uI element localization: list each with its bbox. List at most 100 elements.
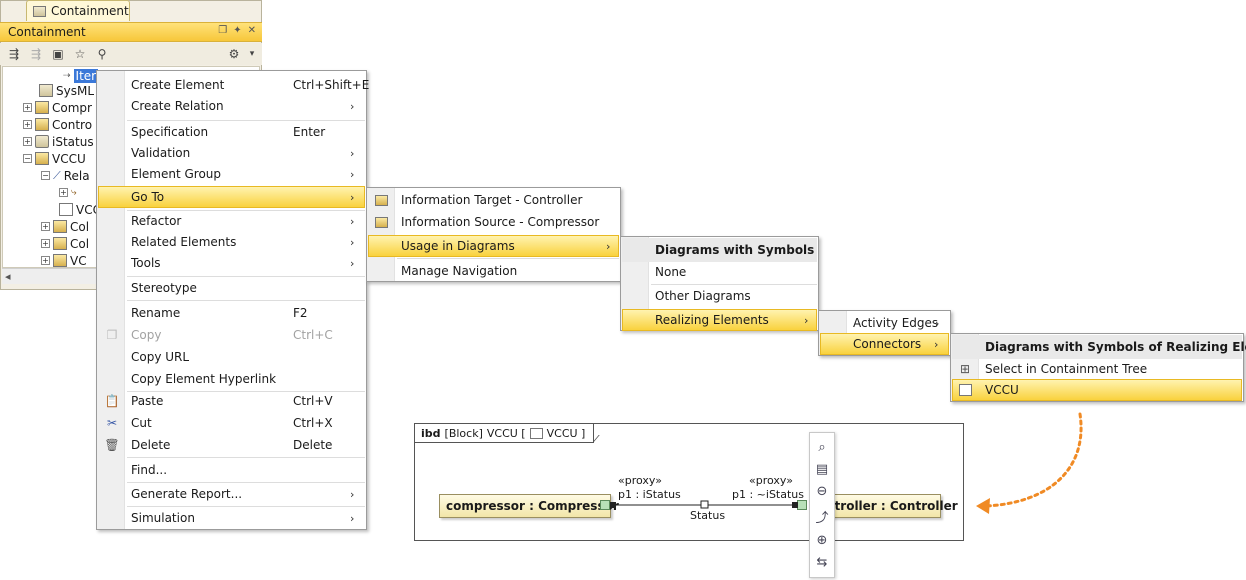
part-icon: [53, 220, 67, 233]
menu-item-copy[interactable]: ❐ Copy Ctrl+C: [98, 324, 365, 346]
realizing-submenu: Activity Edges › Connectors ›: [818, 310, 951, 356]
tree-item[interactable]: VCC: [59, 201, 101, 218]
menu-item-create-element[interactable]: Create Element Ctrl+Shift+E: [131, 78, 370, 92]
pin-icon[interactable]: ✦: [233, 25, 242, 36]
expand-all-icon[interactable]: ⇶: [8, 47, 20, 61]
connector-tool-icon[interactable]: ⤴: [815, 510, 829, 526]
menu-item-copy-url[interactable]: Copy URL: [131, 350, 190, 364]
connector-line[interactable]: [415, 424, 965, 542]
ibd-diagram-icon: [529, 427, 543, 439]
menu-item-cut[interactable]: ✂ Cut Ctrl+X: [98, 412, 365, 434]
tree-item[interactable]: + Compr: [23, 100, 92, 115]
menu-item-validation[interactable]: Validation ›: [131, 146, 355, 160]
chevron-right-icon: ›: [350, 487, 355, 501]
tree-item[interactable]: + Col: [41, 236, 90, 251]
chevron-right-icon: ›: [350, 235, 355, 249]
chevron-down-icon[interactable]: ▾: [249, 49, 255, 59]
chevron-right-icon: ›: [934, 337, 939, 351]
diagram-smart-toolbar: ⌕ ▤ ⊖ ⤴ ⊕ ⇆: [809, 432, 835, 578]
part-icon: [53, 254, 67, 267]
relation-tool-icon[interactable]: ⇆: [816, 555, 828, 571]
collapse-toggle-icon[interactable]: −: [41, 171, 50, 180]
menu-item-specification[interactable]: Specification Enter: [131, 125, 326, 139]
star-icon[interactable]: ☆: [74, 47, 86, 61]
copy-icon: ❐: [106, 328, 118, 342]
menu-item-paste[interactable]: 📋 Paste Ctrl+V: [104, 394, 333, 408]
relation-icon: ⟋: [53, 168, 61, 182]
tree-item[interactable]: − ⟋ Rela: [41, 168, 90, 183]
collapse-toggle-icon[interactable]: −: [23, 154, 32, 163]
chevron-right-icon: ›: [804, 313, 809, 327]
menu-item-element-group[interactable]: Element Group ›: [131, 167, 355, 181]
open-folder-icon[interactable]: ▣: [52, 47, 64, 61]
tree-item[interactable]: + VC: [41, 253, 87, 268]
containment-header: Containment ❐ ✦ ✕: [0, 22, 262, 42]
containment-tab[interactable]: Containment: [26, 0, 130, 21]
menu-item-other-diagrams[interactable]: Other Diagrams: [655, 289, 751, 303]
zoom-icon[interactable]: ⌕: [818, 439, 826, 455]
menu-item-manage-navigation[interactable]: Manage Navigation: [401, 264, 518, 278]
usage-submenu-header: Diagrams with Symbols: [622, 238, 817, 262]
menu-item-go-to[interactable]: Go To ›: [98, 186, 365, 208]
close-icon[interactable]: ✕: [247, 25, 256, 36]
tree-item[interactable]: ⇢ Iter: [63, 68, 99, 83]
expand-toggle-icon[interactable]: +: [23, 120, 32, 129]
containment-toolbar: ⇶ ⇶ ▣ ☆ ⚲ ⚙ ▾: [0, 43, 262, 65]
tree-item[interactable]: − VCCU: [23, 151, 86, 166]
specification-icon[interactable]: ▤: [815, 461, 829, 477]
menu-item-tools[interactable]: Tools ›: [131, 256, 355, 270]
collapse-all-icon[interactable]: ⇶: [30, 47, 42, 61]
menu-item-select-in-containment-tree[interactable]: ⊞ Select in Containment Tree: [952, 358, 1242, 380]
expand-toggle-icon[interactable]: +: [41, 256, 50, 265]
scroll-left-icon[interactable]: ◂: [5, 270, 11, 283]
expand-toggle-icon[interactable]: +: [59, 188, 68, 197]
menu-item-information-target[interactable]: Information Target - Controller: [368, 189, 619, 211]
part-compressor[interactable]: compressor : Compressor: [439, 494, 619, 518]
tree-item[interactable]: + Col: [41, 219, 90, 234]
ibd-diagram-icon: [957, 382, 973, 398]
chevron-right-icon: ›: [350, 146, 355, 160]
menu-item-related-elements[interactable]: Related Elements ›: [131, 235, 355, 249]
port-left[interactable]: [600, 500, 610, 510]
tree-item[interactable]: + ⤷: [59, 184, 77, 201]
menu-item-usage-in-diagrams[interactable]: Usage in Diagrams ›: [368, 235, 619, 257]
search-icon[interactable]: ⚲: [97, 47, 107, 61]
menu-item-find[interactable]: Find...: [131, 463, 168, 477]
tree-item[interactable]: SysML: [39, 82, 94, 99]
chevron-right-icon: ›: [350, 256, 355, 270]
diagram-frame-tab: ibd [Block] VCCU [ VCCU ]: [415, 424, 595, 443]
scissors-icon: ✂: [106, 416, 118, 430]
expand-toggle-icon[interactable]: +: [41, 222, 50, 231]
ibd-diagram[interactable]: ibd [Block] VCCU [ VCCU ] compressor : C…: [414, 423, 964, 541]
menu-item-rename[interactable]: Rename F2: [131, 306, 308, 320]
structure-icon[interactable]: ⊕: [816, 532, 828, 548]
menu-item-refactor[interactable]: Refactor ›: [131, 214, 355, 228]
menu-item-copy-element-hyperlink[interactable]: Copy Element Hyperlink: [131, 372, 277, 386]
restore-icon[interactable]: ❐: [218, 25, 228, 36]
chevron-right-icon: ›: [350, 167, 355, 181]
gear-icon[interactable]: ⚙: [228, 47, 240, 61]
menu-item-connectors[interactable]: Connectors ›: [820, 333, 949, 355]
menu-item-delete[interactable]: 🗑 Delete Delete: [104, 438, 333, 452]
containment-tab-label: Containment: [51, 4, 129, 18]
menu-item-simulation[interactable]: Simulation ›: [131, 511, 355, 525]
expand-toggle-icon[interactable]: +: [41, 239, 50, 248]
interface-block-icon: [35, 135, 49, 148]
zoom-out-icon[interactable]: ⊖: [816, 484, 828, 500]
tree-item[interactable]: + iStatus: [23, 134, 94, 149]
tree-item[interactable]: + Contro: [23, 117, 93, 132]
menu-item-stereotype[interactable]: Stereotype: [131, 281, 197, 295]
menu-item-realizing-elements[interactable]: Realizing Elements ›: [622, 309, 817, 331]
menu-item-create-relation[interactable]: Create Relation ›: [131, 99, 355, 113]
expand-toggle-icon[interactable]: +: [23, 137, 32, 146]
expand-toggle-icon[interactable]: +: [23, 103, 32, 112]
chevron-right-icon: ›: [350, 99, 355, 113]
block-icon: [35, 118, 49, 131]
left-port-stereotype: «proxy»: [618, 474, 662, 487]
goto-submenu: Information Target - Controller Informat…: [366, 187, 621, 282]
menu-item-vccu-diagram[interactable]: VCCU: [952, 379, 1242, 401]
menu-item-activity-edges[interactable]: Activity Edges ›: [853, 316, 940, 330]
menu-item-generate-report[interactable]: Generate Report... ›: [131, 487, 355, 501]
menu-item-information-source[interactable]: Information Source - Compressor: [368, 211, 619, 233]
menu-item-none[interactable]: None: [655, 265, 687, 279]
